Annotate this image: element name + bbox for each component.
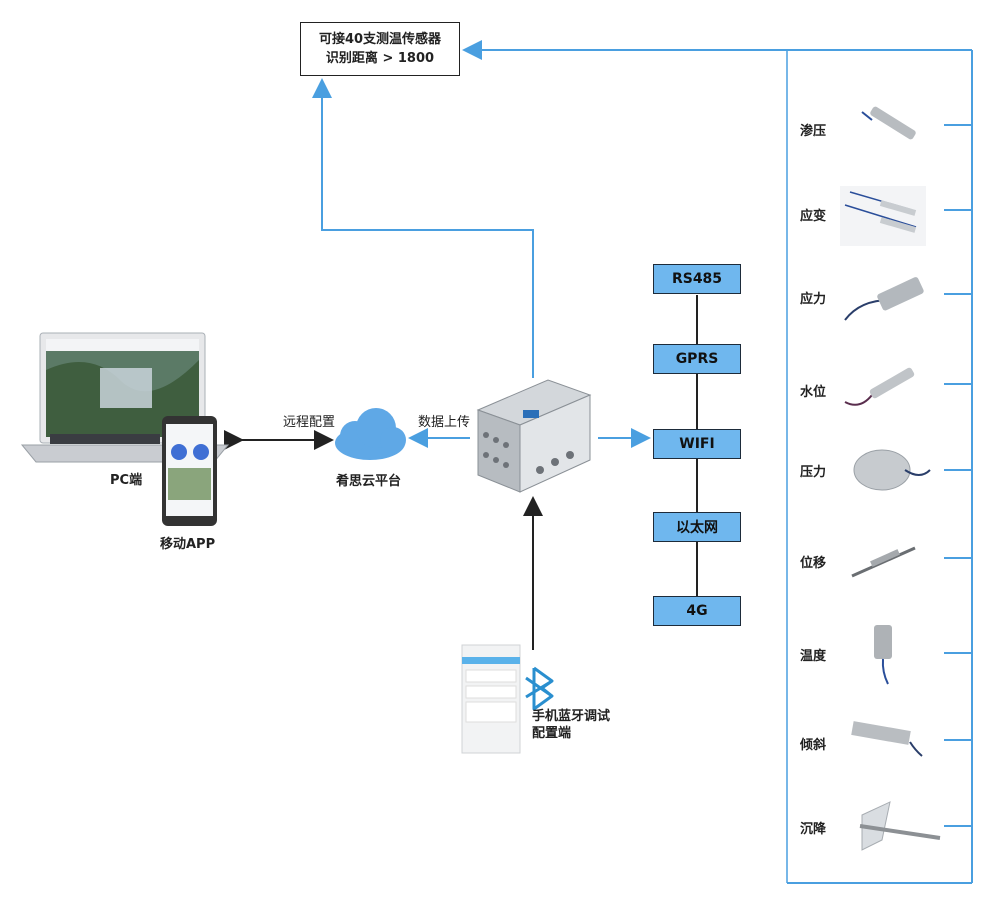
sensor-label-temperature: 温度 [800, 649, 827, 664]
cloud-icon [335, 408, 406, 460]
protocol-box-4g: 4G [653, 596, 741, 626]
sensor-label-pressure: 压力 [800, 465, 827, 480]
top-box-line2: 识别距离 > 1800 [325, 51, 435, 66]
sensor-inclination-image [851, 721, 923, 757]
bluetooth-config-phone [461, 644, 521, 754]
sensor-temperature-image [874, 625, 892, 685]
remote-config-label: 远程配置 [283, 415, 336, 430]
sensor-label-water-level: 水位 [800, 385, 827, 400]
sensor-osmometer-image [861, 106, 916, 140]
cloud-platform-label: 肴思云平台 [336, 474, 402, 489]
protocol-box-ethernet: 以太网 [653, 512, 741, 542]
top-capacity-box: 可接40支测温传感器 识别距离 > 1800 [300, 22, 460, 76]
sensor-stress-image [844, 277, 924, 321]
sensor-label-inclination: 倾斜 [800, 738, 827, 753]
sensor-label-strain: 应变 [800, 209, 827, 224]
sensor-strain-image [840, 186, 926, 246]
bluetooth-label-line2: 配置端 [532, 726, 572, 741]
protocol-box-gprs: GPRS [653, 344, 741, 374]
sensor-label-stress: 应力 [800, 292, 827, 307]
sensor-ticks [944, 124, 972, 827]
sensor-water-level-image [844, 367, 915, 406]
sensor-label-displacement: 位移 [800, 556, 827, 571]
bluetooth-label-line1: 手机蓝牙调试 [532, 709, 611, 724]
bluetooth-icon [525, 666, 554, 711]
mobile-app-label: 移动APP [160, 537, 216, 552]
top-box-line1: 可接40支测温传感器 [318, 32, 442, 47]
sensor-label-settlement: 沉降 [800, 822, 827, 837]
sensor-displacement-image [851, 546, 916, 578]
sensor-label-osmometer: 渗压 [800, 124, 827, 139]
data-upload-label: 数据上传 [418, 415, 471, 430]
sensor-settlement-image [859, 801, 941, 851]
protocol-box-wifi: WIFI [653, 429, 741, 459]
data-collector-device [476, 379, 592, 493]
pc-label: PC端 [110, 473, 143, 488]
phone-app-icon [162, 416, 217, 526]
sensor-pressure-image [853, 449, 931, 491]
protocol-box-rs485: RS485 [653, 264, 741, 294]
device-to-topbox-line [312, 78, 534, 378]
